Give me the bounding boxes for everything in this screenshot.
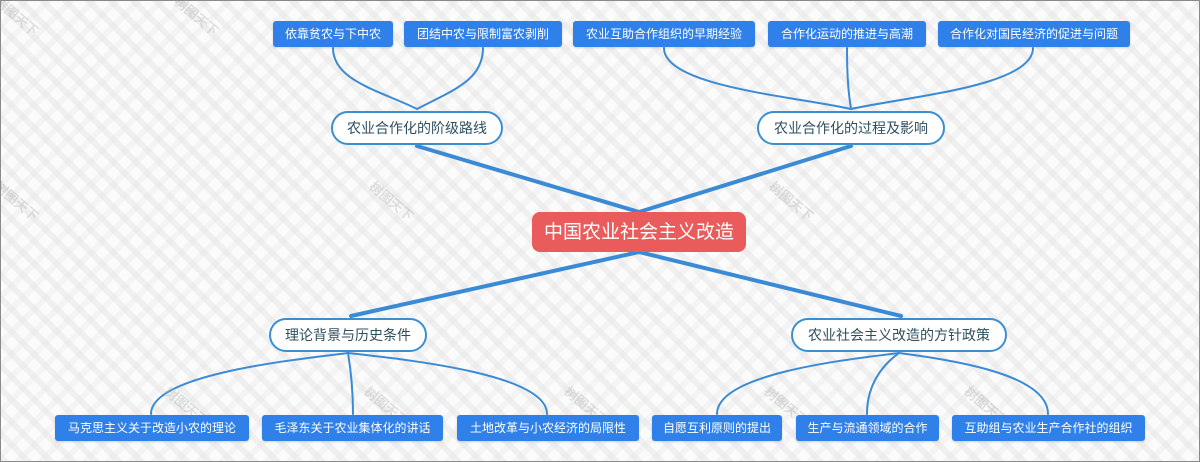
- branch-node[interactable]: 农业合作化的阶级路线: [331, 111, 503, 145]
- leaf-node[interactable]: 土地改革与小农经济的局限性: [457, 415, 639, 441]
- leaf-node[interactable]: 毛泽东关于农业集体化的讲话: [262, 415, 443, 441]
- leaf-node[interactable]: 互助组与农业生产合作社的组织: [952, 415, 1145, 441]
- root-node[interactable]: 中国农业社会主义改造: [532, 212, 746, 252]
- leaf-node[interactable]: 马克思主义关于改造小农的理论: [55, 415, 249, 441]
- leaf-node[interactable]: 自愿互利原则的提出: [652, 415, 782, 441]
- leaf-node[interactable]: 合作化运动的推进与高潮: [768, 21, 926, 47]
- branch-node[interactable]: 理论背景与历史条件: [269, 318, 427, 352]
- leaf-node[interactable]: 生产与流通领域的合作: [796, 415, 939, 441]
- leaf-node[interactable]: 合作化对国民经济的促进与问题: [938, 21, 1130, 47]
- leaf-node[interactable]: 农业互助合作组织的早期经验: [573, 21, 755, 47]
- leaf-node[interactable]: 团结中农与限制富农剥削: [404, 21, 562, 47]
- leaf-node[interactable]: 依靠贫农与下中农: [273, 21, 393, 47]
- branch-node[interactable]: 农业合作化的过程及影响: [757, 111, 945, 145]
- branch-node[interactable]: 农业社会主义改造的方针政策: [791, 318, 1007, 352]
